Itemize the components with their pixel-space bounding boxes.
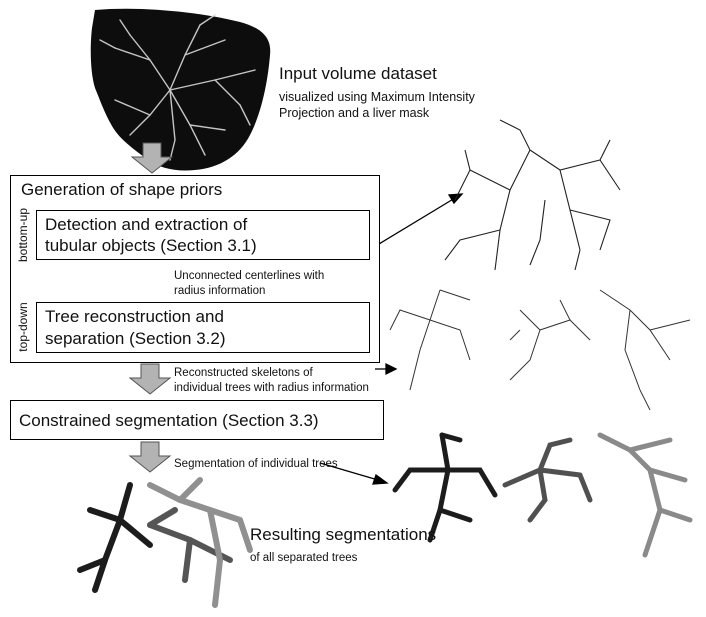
centerlines-skeleton (445, 120, 620, 270)
input-caption-line1: visualized using Maximum Intensity (279, 89, 475, 105)
bottom-up-label: bottom-up (16, 205, 30, 265)
result-title: Resulting segmentations (250, 524, 436, 546)
arrow-4 (130, 442, 170, 472)
detection-line1: Detection and extraction of (45, 214, 247, 236)
liver-mip-image (91, 9, 270, 171)
top-down-label: top-down (16, 297, 30, 357)
separated-skeletons (390, 290, 690, 410)
segmentation-title: Constrained segmentation (Section 3.3) (19, 410, 319, 432)
shape-priors-title: Generation of shape priors (21, 179, 222, 201)
detection-line2: tubular objects (Section 3.1) (45, 235, 257, 257)
input-title: Input volume dataset (279, 63, 437, 85)
reconstruction-line1: Tree reconstruction and (45, 306, 224, 328)
detection-box: Detection and extraction of tubular obje… (36, 210, 370, 260)
trees-note: Segmentation of individual trees (174, 457, 338, 472)
result-caption: of all separated trees (250, 551, 357, 566)
arrow-3 (130, 364, 170, 394)
centerlines-note-line1: Unconnected centerlines with (174, 269, 324, 284)
segmentation-box: Constrained segmentation (Section 3.3) (10, 400, 384, 440)
reconstruction-box: Tree reconstruction and separation (Sect… (36, 302, 370, 353)
skeletons-note-line2: individual trees with radius information (174, 381, 369, 396)
skeletons-note-line1: Reconstructed skeletons of (174, 366, 313, 381)
input-caption-line2: Projection and a liver mask (279, 105, 429, 121)
reconstruction-line2: separation (Section 3.2) (45, 328, 226, 350)
centerlines-note-line2: radius information (174, 284, 265, 299)
segmented-trees-combined (80, 480, 250, 605)
segmented-trees-individual (395, 435, 690, 555)
